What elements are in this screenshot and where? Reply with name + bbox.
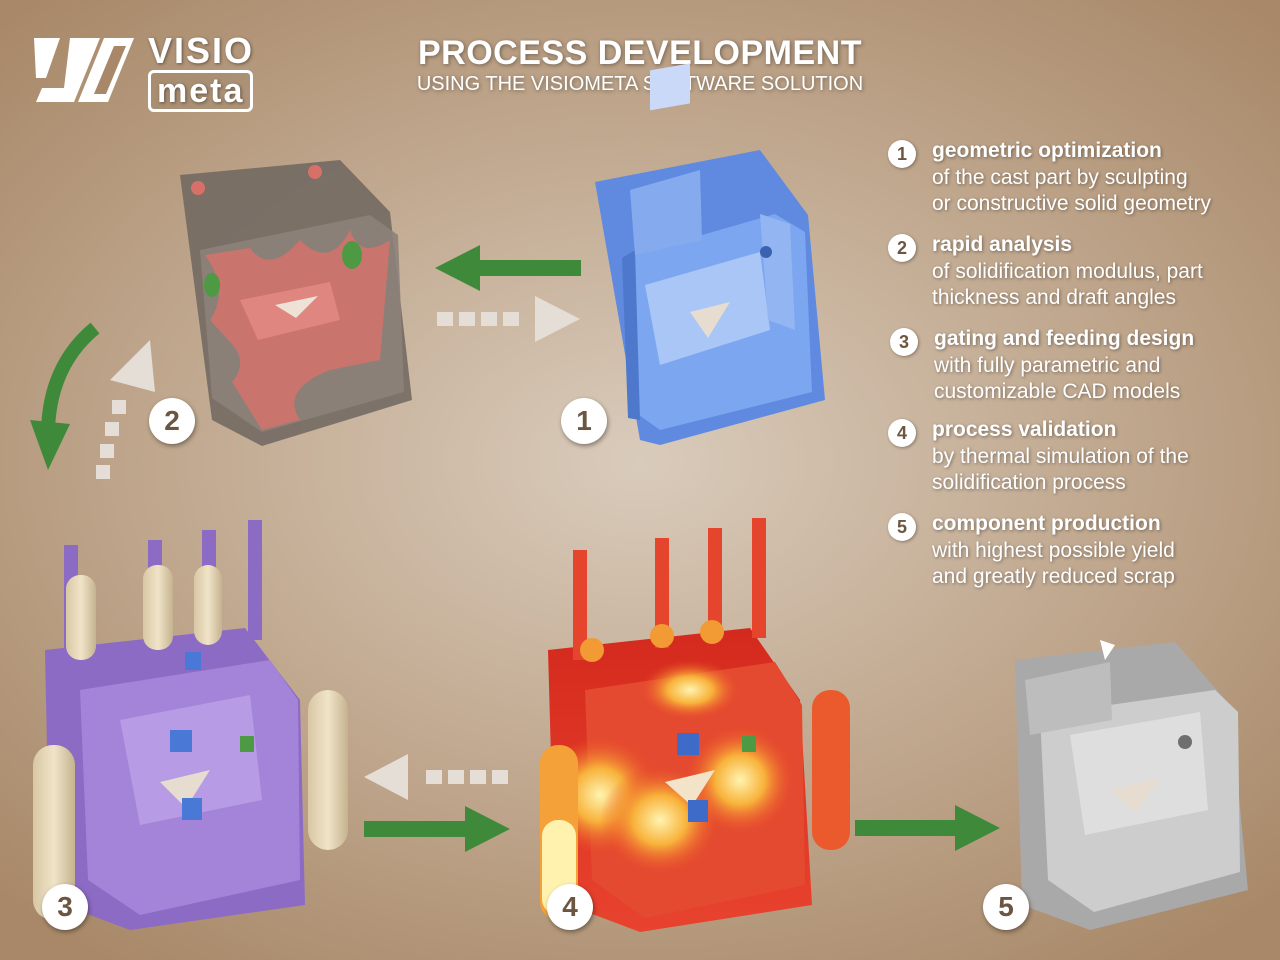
arrow-1-to-2 <box>435 245 581 291</box>
legend-line: customizable CAD models <box>934 380 1181 403</box>
part-1-blue <box>595 63 825 445</box>
logo-word-visio: VISIO <box>148 30 255 71</box>
legend-line: and greatly reduced scrap <box>932 565 1175 588</box>
page-title-block: PROCESS DEVELOPMENT USING THE VISIOMETA … <box>380 34 900 96</box>
legend-heading: gating and feeding design <box>934 327 1195 350</box>
arrow-3-to-4 <box>364 806 510 852</box>
legend-line: or constructive solid geometry <box>932 192 1211 215</box>
arrow-4-to-3-dashed <box>364 754 508 800</box>
legend-heading: rapid analysis <box>932 233 1073 256</box>
legend-heading: process validation <box>932 418 1117 441</box>
part-4-simulation <box>540 518 850 932</box>
part-3-gating <box>33 520 348 930</box>
arrow-4-to-5 <box>855 805 1000 851</box>
logo-mark-icon <box>34 38 134 102</box>
legend-line: by thermal simulation of the <box>932 444 1189 468</box>
page-subtitle: USING THE VISIOMETA SOFTWARE SOLUTION <box>416 73 864 95</box>
step-badge-3: 3 <box>42 884 88 930</box>
page-title: PROCESS DEVELOPMENT <box>417 34 862 72</box>
arrow-3-to-2-dashed <box>96 340 155 479</box>
step-badge-1: 1 <box>561 398 607 444</box>
legend-line: with fully parametric and <box>934 353 1161 377</box>
legend-line: with highest possible yield <box>932 538 1175 562</box>
legend-line: of solidification modulus, part <box>932 259 1203 283</box>
legend-number: 2 <box>888 234 916 262</box>
step-badge-5: 5 <box>983 884 1029 930</box>
part-5-final <box>1015 640 1248 930</box>
legend-number: 1 <box>888 140 916 168</box>
legend-number: 4 <box>888 419 916 447</box>
step-badge-2: 2 <box>149 398 195 444</box>
arrow-2-to-3 <box>30 322 100 470</box>
legend-line: solidification process <box>932 471 1126 494</box>
logo-word-meta: meta <box>148 70 254 112</box>
arrow-2-to-1-dashed <box>437 296 580 342</box>
legend-number: 3 <box>890 328 918 356</box>
legend-line: of the cast part by sculpting <box>932 165 1188 189</box>
visiometa-logo: VISIO meta <box>30 30 270 112</box>
legend-heading: geometric optimization <box>932 139 1162 162</box>
legend-number: 5 <box>888 513 916 541</box>
legend-heading: component production <box>932 512 1161 535</box>
legend-line: thickness and draft angles <box>932 286 1176 309</box>
step-badge-4: 4 <box>547 884 593 930</box>
part-2-analysis <box>180 160 412 446</box>
